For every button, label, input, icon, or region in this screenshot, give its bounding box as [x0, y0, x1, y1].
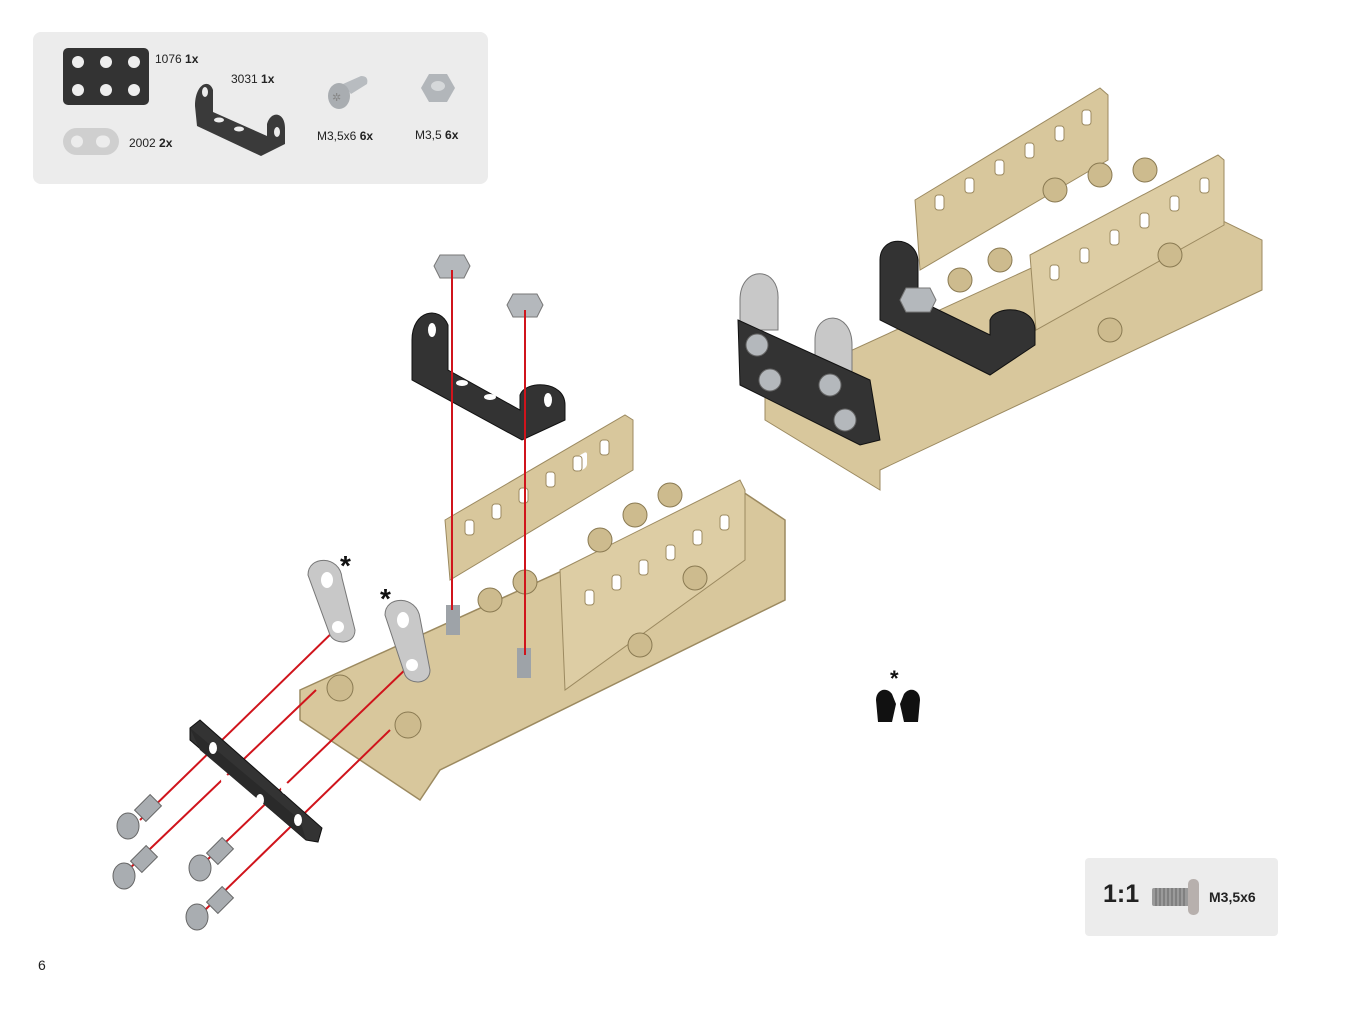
asterisk-marker: * — [340, 550, 351, 581]
exploded-view — [112, 254, 786, 931]
page-number: 6 — [38, 957, 46, 973]
scale-reference-panel: 1:1 M3,5x6 — [1085, 858, 1278, 936]
scale-ratio: 1:1 — [1103, 880, 1140, 908]
asterisk-marker: * — [380, 583, 391, 614]
bracket-3031-icon — [195, 83, 285, 156]
part-1076-label: 1076 1x — [155, 52, 199, 66]
parts-list-panel: 1076 1x 2002 2x 3031 1x ✲ M3,5x6 6x M3,5… — [33, 32, 488, 184]
hands-pinch-icon — [876, 689, 920, 722]
plate-1076-icon — [63, 48, 149, 105]
part-3031-label: 3031 1x — [231, 72, 275, 86]
scale-part-label: M3,5x6 — [1209, 889, 1256, 905]
svg-text:✲: ✲ — [332, 92, 341, 104]
screw-icon: ✲ — [328, 76, 368, 109]
asterisk-marker: * — [890, 666, 899, 691]
screw-actual-size-icon — [1152, 879, 1199, 915]
part-nut-label: M3,5 6x — [415, 128, 459, 142]
hex-nut-icon — [421, 74, 455, 102]
washer-2002-icon — [63, 128, 119, 155]
part-2002-label: 2002 2x — [129, 136, 173, 150]
assembled-view — [737, 87, 1263, 491]
part-screw-label: M3,5x6 6x — [317, 129, 374, 143]
